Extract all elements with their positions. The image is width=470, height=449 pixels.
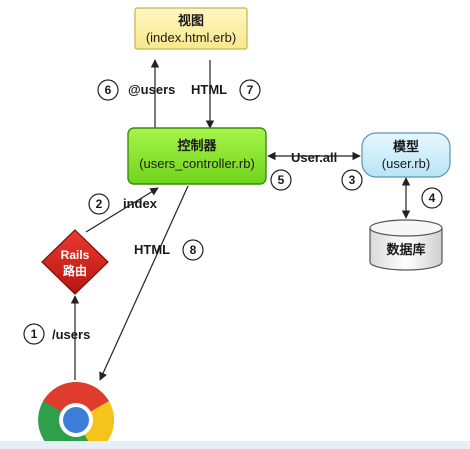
step-3: 3 xyxy=(341,169,363,191)
router-line1: Rails xyxy=(61,248,90,262)
router-line2: 路由 xyxy=(63,263,87,278)
svg-text:5: 5 xyxy=(278,173,285,187)
edge-controller-to-browser xyxy=(99,185,189,381)
svg-text:8: 8 xyxy=(190,243,197,257)
svg-text:7: 7 xyxy=(247,83,254,97)
view-subtitle: (index.html.erb) xyxy=(146,30,236,45)
label-users-path: /users xyxy=(52,327,90,342)
step-1: 1 xyxy=(23,323,45,345)
svg-text:3: 3 xyxy=(349,173,356,187)
label-html-browser: HTML xyxy=(134,242,170,257)
model-node: 模型 (user.rb) xyxy=(361,132,451,178)
model-subtitle: (user.rb) xyxy=(382,156,430,171)
edge-router-to-controller xyxy=(85,187,159,233)
model-title: 模型 xyxy=(393,139,419,154)
step-8: 8 xyxy=(182,239,204,261)
database-label: 数据库 xyxy=(386,242,425,257)
label-html-view: HTML xyxy=(191,82,227,97)
chrome-browser-icon xyxy=(38,382,114,449)
label-index: index xyxy=(123,196,158,211)
step-4: 4 xyxy=(421,187,443,209)
svg-text:6: 6 xyxy=(105,83,112,97)
rails-router-node: Rails 路由 xyxy=(41,229,109,295)
label-users-var: @users xyxy=(128,82,175,97)
step-5: 5 xyxy=(270,169,292,191)
svg-text:2: 2 xyxy=(96,197,103,211)
label-user-all: User.all xyxy=(291,150,337,165)
svg-text:1: 1 xyxy=(31,327,38,341)
controller-node: 控制器 (users_controller.rb) xyxy=(127,127,267,185)
bottom-strip xyxy=(0,441,470,449)
step-7: 7 xyxy=(239,79,261,101)
step-2: 2 xyxy=(88,193,110,215)
view-title: 视图 xyxy=(178,13,204,28)
database-node: 数据库 xyxy=(369,219,443,271)
controller-subtitle: (users_controller.rb) xyxy=(139,156,255,171)
view-node: 视图 (index.html.erb) xyxy=(134,7,248,50)
svg-text:4: 4 xyxy=(429,191,436,205)
step-6: 6 xyxy=(97,79,119,101)
controller-title: 控制器 xyxy=(177,138,217,153)
